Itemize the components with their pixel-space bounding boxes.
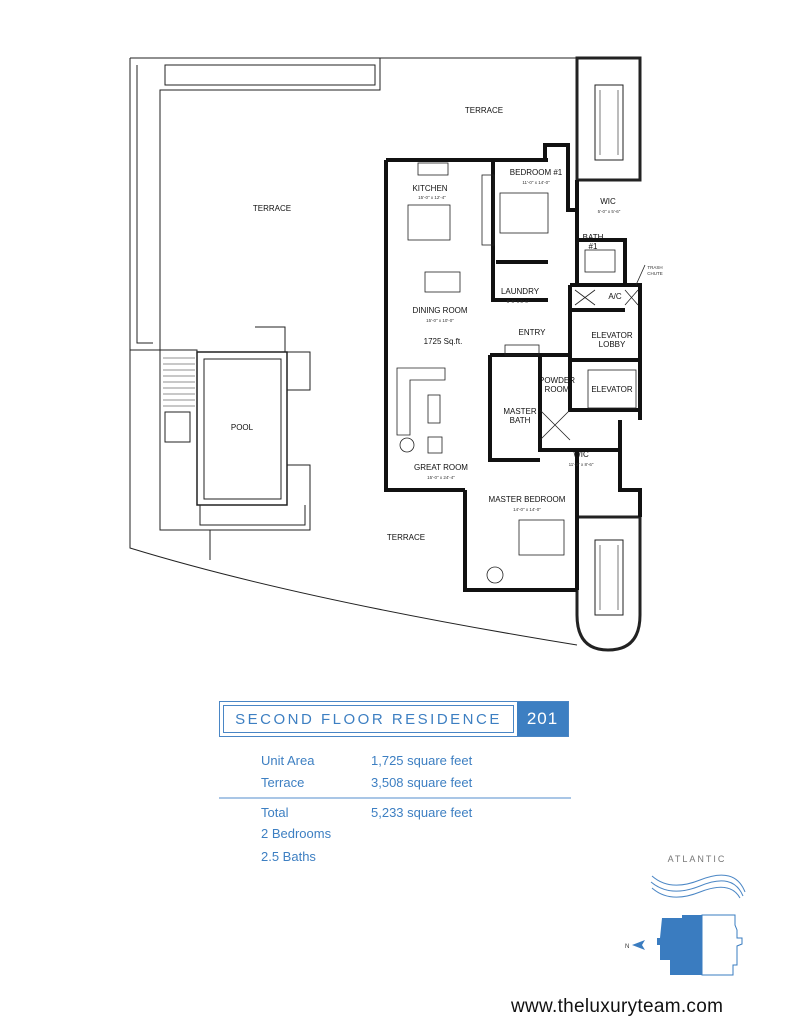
room-label: A/C (608, 292, 622, 301)
room-dim: 11'-0" x 14'-0" (522, 180, 550, 185)
room-label: TERRACE (253, 204, 291, 213)
spec-label: Unit Area (261, 753, 315, 768)
room-label: BATH (510, 416, 531, 425)
room-label: TERRACE (465, 106, 503, 115)
north-label: N (625, 944, 629, 950)
room-dim: 15'-0" x 10'-0" (426, 318, 454, 323)
room-label: #1 (589, 242, 598, 251)
location-logo: ATLANTIC N (625, 854, 746, 976)
room-dim: 15'-0" x 24'-4" (427, 475, 455, 480)
residence-number: 201 (517, 702, 568, 736)
baths: 2.5 Baths (261, 849, 316, 864)
room-label: LOBBY (599, 340, 626, 349)
website-link[interactable]: www.theluxuryteam.com (511, 996, 724, 1017)
unit-wall (384, 143, 579, 592)
spec-value: 1,725 square feet (371, 753, 473, 768)
north-arrow-icon (632, 940, 645, 950)
spec-value: 3,508 square feet (371, 775, 473, 790)
total-label: Total (261, 805, 289, 820)
residence-title-box: SECOND FLOOR RESIDENCE 201 (219, 701, 569, 737)
ocean-label: ATLANTIC (668, 854, 727, 864)
room-label: BEDROOM #1 (510, 168, 563, 177)
room-label: WIC (573, 450, 589, 459)
room-label: TERRACE (387, 533, 425, 542)
room-dim: 6'-6" x 5'-6" (507, 299, 530, 304)
pool (203, 358, 282, 500)
residence-title: SECOND FLOOR RESIDENCE (223, 705, 514, 733)
waves-icon (650, 874, 746, 899)
room-label: CHUTE (647, 271, 663, 276)
building-footprint-icon (657, 915, 702, 975)
pool-deck (159, 326, 311, 531)
room-label: POOL (231, 423, 254, 432)
stair-bottom (575, 515, 642, 652)
room-label: MASTER BEDROOM (489, 495, 566, 504)
room-label: ROOM (545, 385, 570, 394)
room-label: GREAT ROOM (414, 463, 468, 472)
spec-label: Terrace (261, 775, 305, 790)
room-dim: 11'-3" x 8'-6" (569, 462, 594, 467)
room-label: BATH (583, 233, 604, 242)
divider (219, 797, 571, 799)
room-dim: 14'-0" x 14'-0" (513, 507, 541, 512)
area-label: 1725 Sq.ft. (424, 337, 463, 346)
stair-top (575, 56, 642, 182)
room-label: POWDER (539, 376, 575, 385)
room-label: ELEVATOR (591, 331, 633, 340)
room-label: LAUNDRY (501, 287, 540, 296)
room-label: MASTER (503, 407, 537, 416)
bedrooms: 2 Bedrooms (261, 826, 332, 841)
room-label: ENTRY (519, 328, 547, 337)
room-label: TRASH (647, 265, 662, 270)
room-label: KITCHEN (412, 184, 447, 193)
terrace-outline (129, 57, 578, 646)
planter (129, 58, 381, 351)
total-value: 5,233 square feet (371, 805, 473, 820)
room-dim: 15'-0" x 12'-4" (418, 195, 446, 200)
room-label: ELEVATOR (591, 385, 633, 394)
room-label: DINING ROOM (412, 306, 467, 315)
room-label: WIC (600, 197, 616, 206)
room-dim: 5'-0" x 5'-6" (598, 209, 621, 214)
